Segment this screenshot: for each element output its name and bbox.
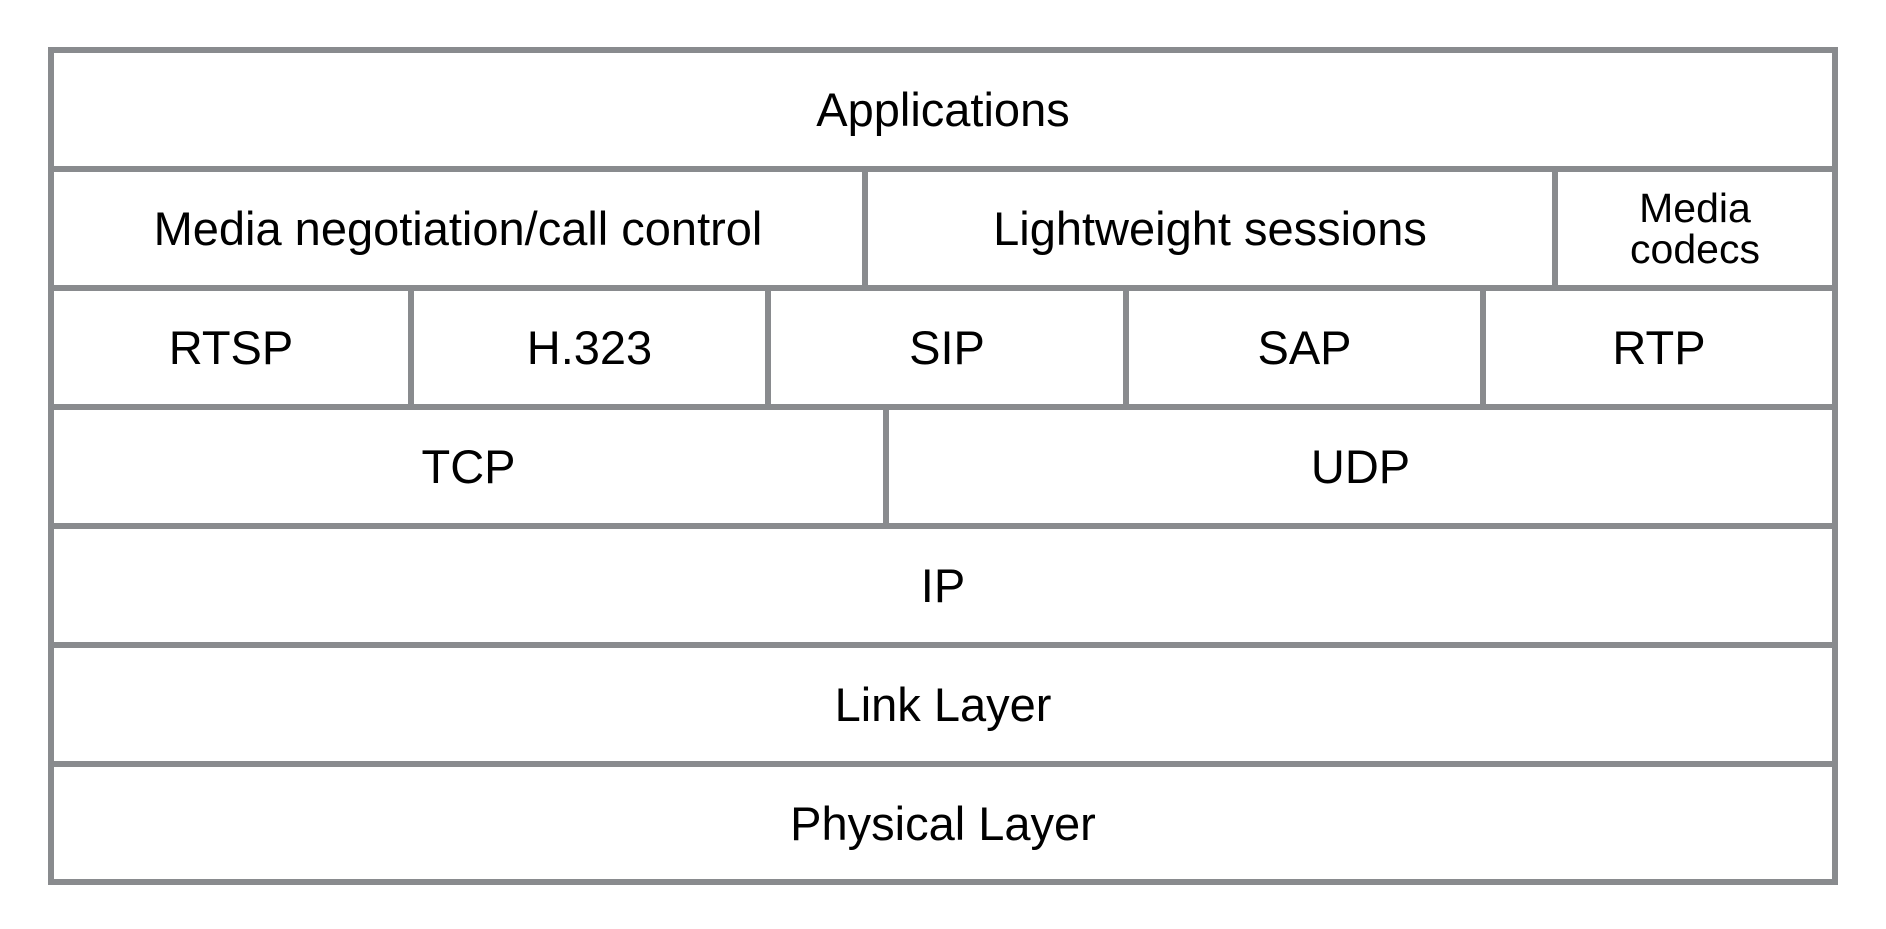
cell-rtsp: RTSP (54, 291, 408, 404)
layer-physical: Physical Layer (54, 761, 1832, 880)
cell-applications: Applications (54, 53, 1832, 166)
cell-label: RTSP (168, 321, 294, 374)
cell-label-line-2: codecs (1630, 225, 1760, 272)
cell-label: H.323 (526, 321, 653, 374)
layer-ip: IP (54, 523, 1832, 642)
cell-rtp: RTP (1480, 291, 1832, 404)
cell-sap: SAP (1123, 291, 1480, 404)
cell-label: Media negotiation/call control (153, 202, 763, 255)
cell-label: IP (920, 559, 966, 612)
cell-label: UDP (1310, 440, 1411, 493)
cell-link-layer: Link Layer (54, 648, 1832, 761)
layer-applications: Applications (54, 53, 1832, 166)
cell-label: RTP (1612, 321, 1706, 374)
protocol-stack-diagram: Applications Media negotiation/call cont… (48, 47, 1838, 885)
cell-label-line-1: Media (1639, 184, 1751, 231)
cell-label: Lightweight sessions (993, 202, 1427, 255)
cell-label: SAP (1257, 321, 1352, 374)
cell-label: Applications (816, 83, 1070, 136)
cell-label: Physical Layer (790, 797, 1096, 850)
layer-protocols: RTSP H.323 SIP SAP RTP (54, 285, 1832, 404)
cell-media-negotiation: Media negotiation/call control (54, 172, 862, 285)
layer-link: Link Layer (54, 642, 1832, 761)
cell-sip: SIP (765, 291, 1123, 404)
layer-transport: TCP UDP (54, 404, 1832, 523)
cell-lightweight-sessions: Lightweight sessions (862, 172, 1552, 285)
cell-label: SIP (909, 321, 985, 374)
cell-media-codecs: Media codecs (1552, 172, 1832, 285)
cell-label: TCP (421, 440, 516, 493)
cell-udp: UDP (883, 410, 1832, 523)
cell-tcp: TCP (54, 410, 883, 523)
cell-ip: IP (54, 529, 1832, 642)
cell-h323: H.323 (408, 291, 765, 404)
cell-physical-layer: Physical Layer (54, 767, 1832, 880)
layer-session-control: Media negotiation/call control Lightweig… (54, 166, 1832, 285)
cell-label: Link Layer (834, 678, 1052, 731)
